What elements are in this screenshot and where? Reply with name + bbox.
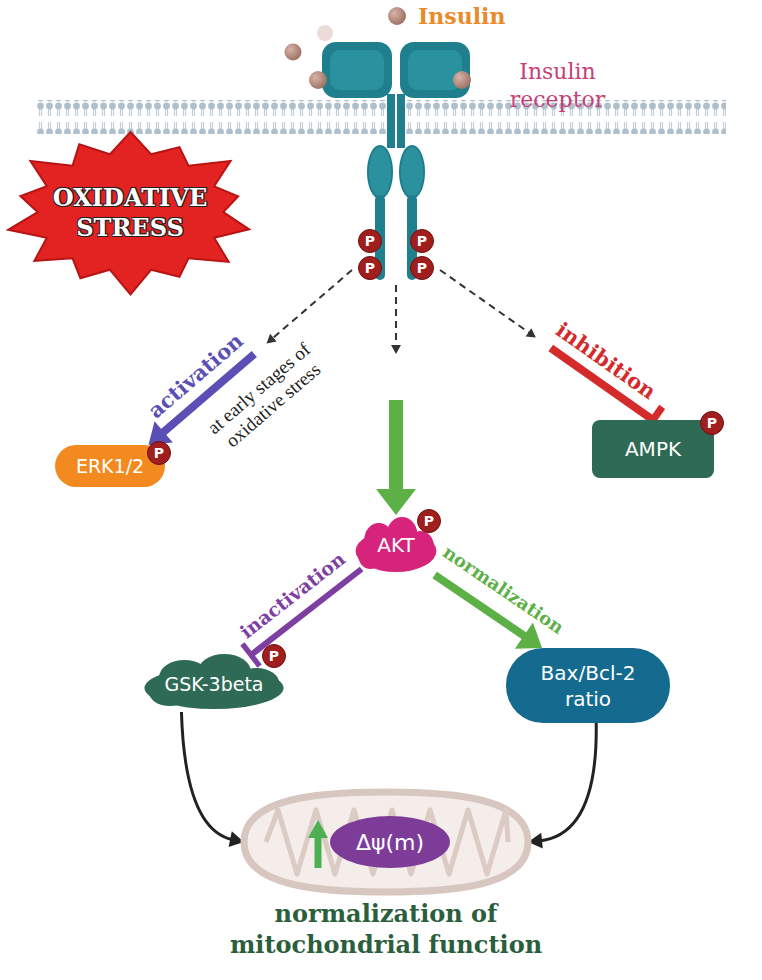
arrow-head [526,328,536,337]
phospho-mark: P [358,229,382,253]
phospho-mark: P [410,256,434,280]
insulin-label: Insulin [418,3,505,29]
bax-bcl2-pill: Bax/Bcl-2 ratio [506,648,670,723]
akt-text: AKT [377,533,414,557]
arrow-head [376,489,416,515]
phospho-mark: P [410,229,434,253]
cristae [266,810,508,874]
connector-line [181,712,233,840]
membrane-potential-oval: Δψ(m) [330,816,450,868]
gsk-text: GSK-3beta [164,669,263,695]
gsk-cloud: GSK-3betaP [140,652,288,712]
ampk-text: AMPK [625,437,681,461]
phospho-mark: P [700,411,724,435]
mito-caption: normalization of mitochondrial function [196,898,576,960]
erk-text: ERK1/2 [76,455,144,477]
erk-pill: ERK1/2P [55,445,165,487]
phospho-mark: P [147,441,171,465]
akt-cloud: AKTP [353,515,439,575]
bax-text: Bax/Bcl-2 ratio [528,660,648,712]
cloud-outline [144,654,283,709]
dashed-line [440,270,530,333]
receptor-label: Insulin receptor [495,58,620,113]
stress-text: OXIDATIVE STRESS [43,183,218,243]
connector [440,270,662,433]
outer-membrane [244,792,528,892]
mitochondrion: normalization of mitochondrial functionΔ… [238,788,534,896]
insulin-receptor-drawing [322,42,470,280]
increase-arrow-head [308,820,328,838]
dashed-line [395,285,397,347]
stress-starburst: OXIDATIVE STRESS [3,130,258,295]
arrow-head [391,345,401,354]
connector [376,285,416,515]
ampk-box: AMPKP [592,420,714,478]
cell-membrane [36,100,726,134]
phospho-mark: P [262,644,286,668]
dashed-line [272,270,352,339]
connector-line [539,723,596,841]
insulin-receptor: Insulin receptorPPPP [352,135,440,285]
starburst-outline [8,132,249,294]
delta-psi-text: Δψ(m) [356,830,424,855]
arrow-head [515,622,542,648]
connector-line [389,400,403,494]
phospho-mark: P [358,256,382,280]
increase-arrow [315,836,322,868]
connector [528,723,596,849]
phospho-mark: P [417,509,441,533]
connector [181,712,243,847]
arrow-head [267,334,277,344]
